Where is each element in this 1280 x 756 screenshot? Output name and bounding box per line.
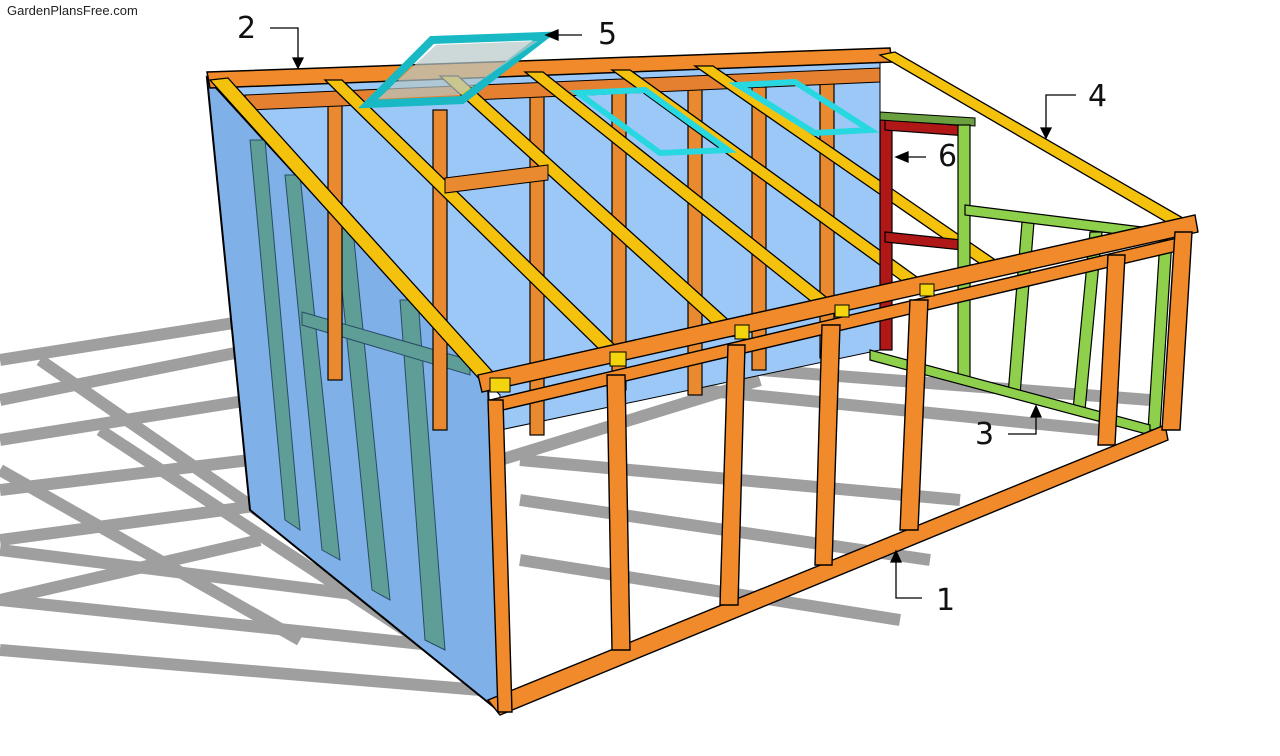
callout-label-2: 2 (237, 11, 257, 46)
rafter-tails (489, 283, 935, 393)
front-wall-frame (477, 214, 1199, 716)
callout-leaders (270, 27, 1076, 599)
callout-label-6: 6 (938, 139, 958, 174)
roof-vent-open (357, 31, 558, 109)
watermark-text: GardenPlansFree.com (7, 3, 138, 18)
roof-rafters (208, 51, 1197, 383)
door-header (879, 111, 976, 127)
roof-vents-closed (569, 78, 880, 157)
callout-label-5: 5 (598, 17, 618, 52)
callout-label-3: 3 (975, 417, 995, 452)
blocking (444, 164, 549, 194)
left-side-studs (249, 139, 471, 651)
callout-label-1: 1 (936, 583, 956, 618)
callout-label-4: 4 (1088, 79, 1108, 114)
right-side-wall (869, 124, 1173, 436)
